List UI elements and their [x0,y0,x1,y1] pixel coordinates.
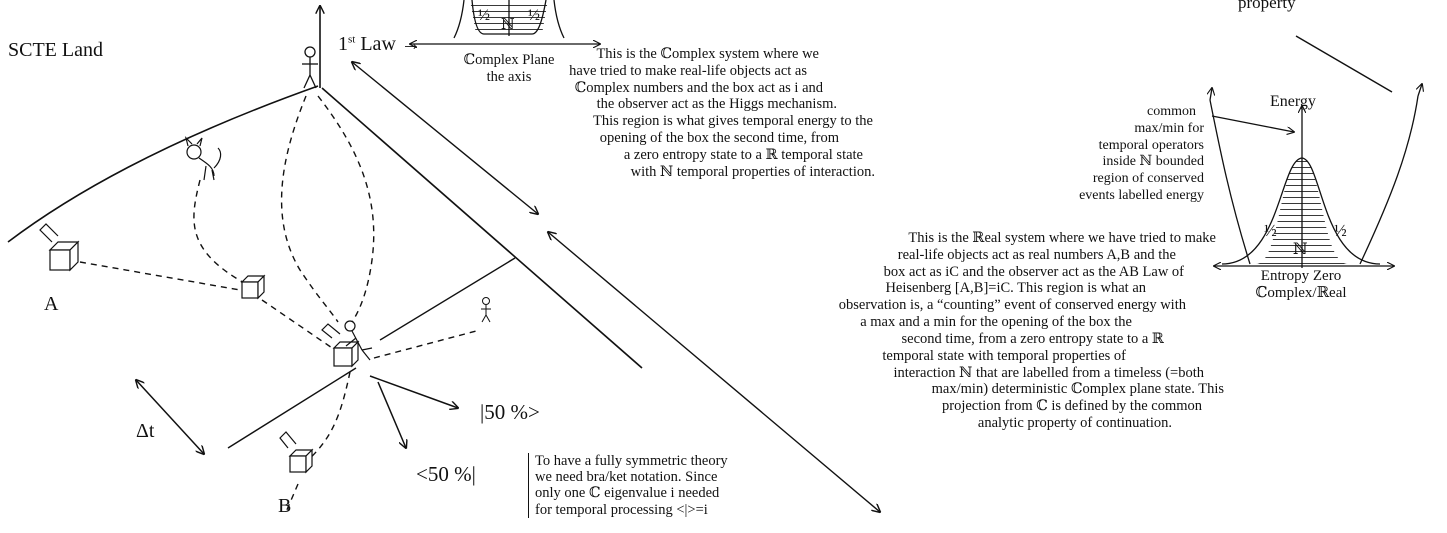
first-law-n-symbol: ℕ [501,18,515,33]
ray-line-upper [380,258,515,340]
observer-figure-top [302,47,318,88]
land-title: SCTE Land [8,40,103,60]
property-arrow-line [1296,36,1392,92]
land-horizon-curve [8,86,318,242]
cat-path-dashed [194,180,246,284]
ray-line-lower [228,368,356,448]
delta-t-label: Δt [136,421,154,441]
observer-path-a [282,96,338,322]
energy-half-left: ½ [1264,222,1277,239]
property-label: property [1238,0,1296,11]
observer-path-b [318,96,374,322]
first-law-half-right: ½ [528,8,540,24]
energy-caption: Entropy Zero ℂomplex/ℝeal [1236,268,1366,303]
bra-arrow [378,382,406,448]
first-law-half-left: ½ [478,8,490,24]
bra-label: <50 %| [416,464,476,485]
cat-figure [186,138,221,180]
box-a-path-dashed [80,262,240,290]
delta-t-arrow [136,380,204,454]
box-b-label: B [278,496,291,516]
observer-figure-small [481,298,491,323]
energy-note: common max/min for temporal operators in… [1079,104,1204,205]
box-center-with-observer [322,321,372,366]
real-system-text: This is the ℝeal system where we have tr… [839,230,1224,432]
first-law-label: 1st Law → [338,34,421,54]
ket-arrow [370,376,458,408]
energy-title: Energy [1270,94,1316,110]
ket-label: |50 %> [480,402,540,423]
energy-bell [1210,84,1422,268]
box-a [40,224,78,270]
braket-text: To have a fully symmetric theory we need… [528,453,728,518]
energy-n-symbol: ℕ [1293,242,1308,258]
energy-half-right: ½ [1334,222,1347,239]
box-middle [242,276,264,298]
complex-system-text: This is the ℂomplex system where we have… [569,46,877,181]
box-b [280,432,312,472]
box-a-label: A [44,294,58,314]
first-law-caption: ℂomplex Plane the axis [459,52,559,86]
